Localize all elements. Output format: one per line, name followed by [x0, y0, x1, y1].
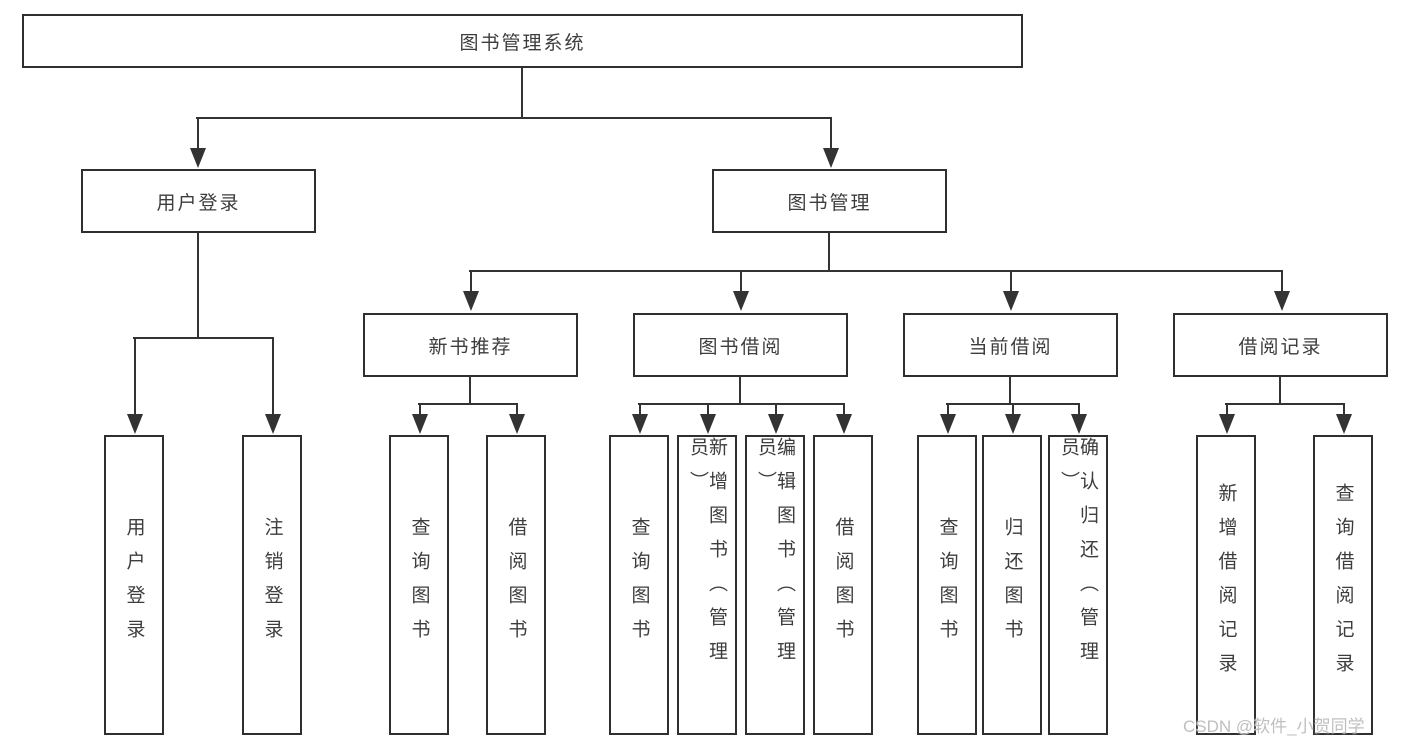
edge-borrow-records-stem [1279, 376, 1281, 405]
edge-borrow-records-bar [1225, 403, 1345, 405]
edge-current-borrow-stem [1009, 376, 1011, 405]
arrowhead-to-current-return [1005, 403, 1021, 434]
edge-user-login-bar [133, 337, 274, 339]
edge-new-book-recommend-bar [418, 403, 518, 405]
csdn-watermark: CSDN @软件_小贺同学 [1183, 717, 1365, 736]
arrowhead-to-records-query [1336, 403, 1352, 434]
arrowhead-to-records-add [1219, 403, 1235, 434]
leaf-borrow-edit-admin: 编辑图书（管理员） [745, 435, 805, 735]
edge-new-book-recommend-stem [469, 376, 471, 405]
leaf-current-return: 归还图书 [982, 435, 1042, 735]
node-book-management: 图书管理 [712, 169, 947, 233]
arrowhead-to-newbook-query [412, 403, 428, 434]
arrowhead-to-user-login [190, 117, 206, 168]
arrowhead-to-borrow-records [1274, 270, 1290, 311]
edge-root-stem [521, 68, 523, 119]
arrowhead-to-borrow-borrow [836, 403, 852, 434]
leaf-current-query: 查询图书 [917, 435, 977, 735]
edge-book-management-bar [469, 270, 1283, 272]
leaf-records-query: 查询借阅记录 [1313, 435, 1373, 735]
edge-book-management-stem [828, 233, 830, 272]
node-current-borrow: 当前借阅 [903, 313, 1118, 377]
arrowhead-to-leaf-user-login [127, 337, 143, 434]
node-root: 图书管理系统 [22, 14, 1023, 68]
node-book-borrow: 图书借阅 [633, 313, 848, 377]
arrowhead-to-current-query [940, 403, 956, 434]
arrowhead-to-borrow-add [700, 403, 716, 434]
leaf-current-confirm-admin: 确认归还（管理员） [1048, 435, 1108, 735]
arrowhead-to-newbook-borrow [509, 403, 525, 434]
arrowhead-to-borrow-edit [768, 403, 784, 434]
leaf-user-login: 用户登录 [104, 435, 164, 735]
node-new-book-recommend: 新书推荐 [363, 313, 578, 377]
edge-root-bar [196, 117, 832, 119]
leaf-logout: 注销登录 [242, 435, 302, 735]
node-user-login: 用户登录 [81, 169, 316, 233]
arrowhead-to-new-book-recommend [463, 270, 479, 311]
arrowhead-to-current-confirm [1071, 403, 1087, 434]
edge-book-borrow-stem [739, 376, 741, 405]
leaf-borrow-query: 查询图书 [609, 435, 669, 735]
node-borrow-records: 借阅记录 [1173, 313, 1388, 377]
arrowhead-to-book-borrow [733, 270, 749, 311]
arrowhead-to-leaf-logout [265, 337, 281, 434]
leaf-newbook-query: 查询图书 [389, 435, 449, 735]
leaf-borrow-add-admin: 新增图书（管理员） [677, 435, 737, 735]
leaf-borrow-borrow: 借阅图书 [813, 435, 873, 735]
leaf-records-add: 新增借阅记录 [1196, 435, 1256, 735]
arrowhead-to-current-borrow [1003, 270, 1019, 311]
edge-book-borrow-bar [638, 403, 845, 405]
arrowhead-to-borrow-query [632, 403, 648, 434]
arrowhead-to-book-management [823, 117, 839, 168]
edge-user-login-stem [197, 233, 199, 339]
leaf-newbook-borrow: 借阅图书 [486, 435, 546, 735]
